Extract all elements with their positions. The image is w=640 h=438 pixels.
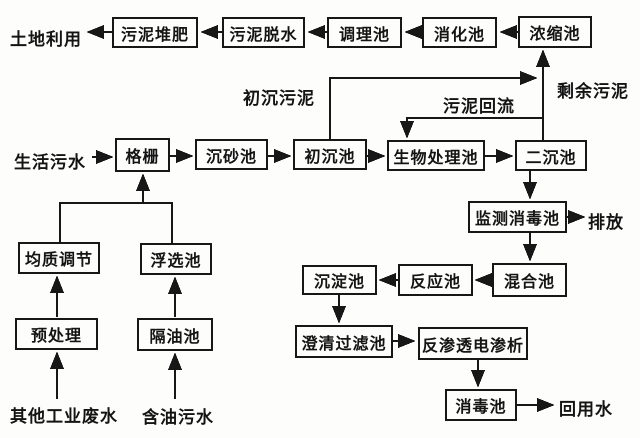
node-bar-screen: 格栅: [115, 138, 170, 172]
label-primary-sludge: 初沉污泥: [243, 89, 315, 109]
node-mixing-tank: 混合池: [492, 263, 567, 297]
label-domestic-sewage: 生活污水: [14, 153, 86, 173]
label-sludge-return: 污泥回流: [443, 97, 515, 117]
node-disinfection-tank: 消毒池: [445, 389, 517, 421]
node-reverse-osmosis-electrodialysis: 反渗透电渗析: [418, 327, 528, 360]
node-thickening-tank: 浓缩池: [518, 16, 592, 48]
label-excess-sludge: 剩余污泥: [557, 82, 629, 102]
label-reuse-water: 回用水: [559, 400, 613, 420]
node-primary-settling-tank: 初沉池: [293, 139, 367, 170]
node-equalization-tank: 均质调节: [18, 242, 100, 274]
label-other-industrial-wastewater: 其他工业废水: [10, 407, 118, 427]
node-sludge-dewatering: 污泥脱水: [222, 17, 305, 48]
node-secondary-settling-tank: 二沉池: [515, 140, 587, 171]
node-conditioning-tank: 调理池: [327, 17, 402, 48]
node-clarification-filtration-tank: 澄清过滤池: [295, 325, 393, 358]
node-monitoring-disinfection-tank: 监测消毒池: [468, 201, 567, 233]
label-oily-wastewater: 含油污水: [142, 408, 214, 428]
node-pretreatment: 预处理: [15, 318, 98, 350]
node-oil-separation-tank: 隔油池: [137, 318, 213, 351]
node-sludge-compost: 污泥堆肥: [112, 17, 198, 48]
node-grit-chamber: 沉砂池: [195, 139, 268, 170]
node-reaction-tank: 反应池: [398, 264, 473, 296]
node-digestion-tank: 消化池: [422, 17, 497, 48]
node-biological-treatment-tank: 生物处理池: [387, 140, 485, 171]
label-land-use: 土地利用: [10, 30, 82, 50]
label-discharge: 排放: [588, 213, 624, 233]
node-flotation-tank: 浮选池: [140, 243, 212, 275]
node-sedimentation-tank: 沉淀池: [302, 265, 377, 295]
